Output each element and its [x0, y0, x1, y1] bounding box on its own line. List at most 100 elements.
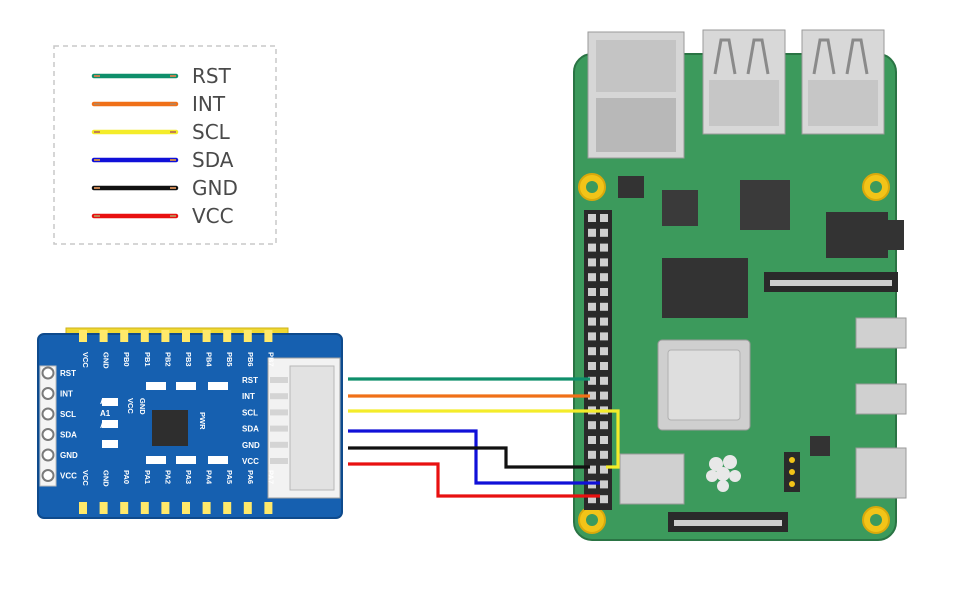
- gpio-pin: [588, 465, 596, 474]
- top-header-label: GND: [102, 352, 111, 369]
- side-pin-label: SCL: [60, 410, 76, 419]
- gpio-pin: [588, 302, 596, 311]
- address-label: A1: [100, 409, 111, 418]
- gpio-pin: [600, 332, 608, 341]
- raspberry-logo: [706, 455, 741, 492]
- legend-label-gnd: GND: [192, 176, 238, 200]
- connector-pin-label: SCL: [242, 408, 258, 417]
- top-header-label: PB2: [163, 352, 172, 367]
- wire-scl: [348, 409, 620, 469]
- gpio-pin: [588, 243, 596, 252]
- top-header-label: PB5: [225, 352, 234, 367]
- top-header-label: PB3: [184, 352, 193, 367]
- gpio-pin: [588, 362, 596, 370]
- gpio-pin: [588, 391, 596, 400]
- gpio-pin: [600, 495, 608, 504]
- gpio-pin: [588, 273, 596, 282]
- legend-label-sda: SDA: [192, 148, 234, 172]
- side-pin-label: INT: [60, 390, 73, 399]
- legend-label-rst: RST: [192, 64, 232, 88]
- wire-vcc: [348, 462, 600, 498]
- gpio-pin: [600, 273, 608, 282]
- side-pin-header: [39, 365, 57, 487]
- bottom-header-label: GND: [102, 470, 111, 487]
- top-header-label: PB7: [266, 352, 275, 367]
- gpio-pin: [600, 228, 608, 237]
- gpio-pin: [600, 362, 608, 370]
- legend-border: [53, 45, 277, 245]
- gpio-pin: [588, 450, 596, 459]
- address-label: A2: [100, 421, 111, 430]
- wire-sda: [348, 429, 600, 485]
- bottom-header-label: PA5: [225, 470, 234, 484]
- connector-pin-label: RST: [242, 376, 258, 385]
- ram-chip: [662, 258, 748, 318]
- micro-hdmi-port: [855, 317, 907, 349]
- gpio-pin: [588, 332, 596, 341]
- gpio-pin: [600, 347, 608, 356]
- legend-label-scl: SCL: [192, 120, 231, 144]
- gpio-pin: [600, 243, 608, 252]
- gpio-pin: [600, 302, 608, 311]
- legend-label-vcc: VCC: [192, 204, 234, 228]
- connector-pin-label: GND: [242, 441, 260, 450]
- gpio-pin: [600, 421, 608, 430]
- ic-chip: [152, 410, 188, 446]
- usb-c-port: [855, 447, 907, 499]
- gpio-pin: [600, 450, 608, 459]
- chip: [740, 180, 790, 230]
- gpio-header: [584, 210, 612, 510]
- bottom-header-label: PA1: [143, 470, 152, 484]
- top-header-label: VCC: [81, 352, 90, 368]
- legend-label-int: INT: [192, 92, 226, 116]
- side-pin-label: GND: [60, 451, 78, 460]
- gpio-pin: [588, 214, 596, 222]
- bottom-header-label: PA2: [163, 470, 172, 484]
- gpio-pin: [600, 214, 608, 222]
- gpio-pin: [600, 391, 608, 400]
- bottom-header-label: PA7: [266, 470, 275, 484]
- top-header-label: PB6: [246, 352, 255, 367]
- gpio-pin: [588, 317, 596, 326]
- gpio-pin: [588, 495, 596, 504]
- vcc-gnd-label: VCC: [126, 398, 135, 414]
- vcc-gnd-label: GND: [138, 398, 147, 415]
- top-header-label: PB1: [143, 352, 152, 367]
- gpio-pin: [600, 317, 608, 326]
- gpio-pin: [600, 288, 608, 296]
- chip: [662, 190, 698, 226]
- gpio-pin: [600, 436, 608, 444]
- bottom-header-label: PA3: [184, 470, 193, 484]
- gpio-pin: [588, 421, 596, 430]
- gpio-pin: [600, 465, 608, 474]
- top-header-label: PB4: [205, 352, 214, 367]
- side-pin-label: RST: [60, 369, 76, 378]
- connector-pin-label: INT: [242, 392, 255, 401]
- gpio-pin: [588, 228, 596, 237]
- address-label: A0: [100, 397, 111, 406]
- audio-jack: [826, 212, 888, 258]
- connector-pin-label: SDA: [242, 425, 259, 434]
- wire-gnd: [348, 446, 590, 469]
- gpio-pin: [600, 376, 608, 385]
- bottom-header-label: PA0: [122, 470, 131, 484]
- gpio-pin: [588, 376, 596, 385]
- raspberry-pi-board: [573, 29, 907, 541]
- gpio-pin: [588, 258, 596, 267]
- bottom-header-label: VCC: [81, 470, 90, 486]
- legend: RST INT SCL SDA GND VCC: [53, 45, 277, 245]
- wires: [348, 377, 620, 498]
- gpio-pin: [588, 288, 596, 296]
- power-label: PWR: [198, 412, 207, 430]
- bottom-header-label: PA6: [246, 470, 255, 484]
- gpio-pin: [588, 347, 596, 356]
- gpio-pin: [600, 480, 608, 489]
- side-pin-label: VCC: [60, 472, 77, 481]
- side-pin-label: SDA: [60, 431, 77, 440]
- gpio-pin: [588, 436, 596, 444]
- micro-hdmi-port: [855, 383, 907, 415]
- gpio-pin: [600, 258, 608, 267]
